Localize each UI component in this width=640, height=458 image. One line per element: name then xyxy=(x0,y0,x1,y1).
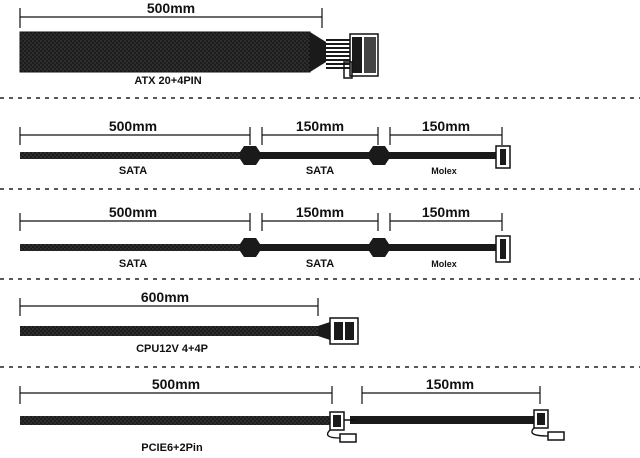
dimension-label: 150mm xyxy=(426,376,474,392)
pcie-connector-icon xyxy=(531,409,565,441)
dimension-label: 150mm xyxy=(422,118,470,134)
cable-taper xyxy=(310,32,326,72)
dimension-label: 150mm xyxy=(422,204,470,220)
connector-label: Molex xyxy=(431,166,457,176)
connector-label: PCIE6+2Pin xyxy=(141,442,203,454)
dimension-label: 600mm xyxy=(141,289,189,305)
sleeved-cable xyxy=(20,326,318,336)
atx-connector-icon xyxy=(343,33,379,79)
connector-label: SATA xyxy=(306,165,334,177)
pcie-cable-group: 500mm 150mm PCIE6+2Pin xyxy=(19,376,565,454)
sleeved-cable xyxy=(19,31,311,73)
sata-connector-icon xyxy=(369,238,389,257)
connector-label: ATX 20+4PIN xyxy=(134,75,201,87)
sata-connector-icon xyxy=(240,146,260,165)
sleeved-cable xyxy=(20,152,250,159)
atx-cable-group: 500mm ATX 20+4PIN xyxy=(19,0,379,87)
dimension-lines xyxy=(19,127,503,145)
sleeved-cable xyxy=(20,416,332,425)
sleeved-cable xyxy=(20,244,250,251)
cpu-cable-group: 600mm CPU12V 4+4P xyxy=(19,289,359,355)
sata-cable-1-group: 500mm 150mm 150mm SATA SATA Molex xyxy=(19,118,511,177)
connector-label: Molex xyxy=(431,259,457,269)
cable-taper xyxy=(318,322,330,340)
dimension-line xyxy=(19,8,323,28)
dimension-label: 150mm xyxy=(296,204,344,220)
wire-bundle xyxy=(326,39,350,69)
dimension-label: 150mm xyxy=(296,118,344,134)
pcie-connector-icon xyxy=(326,411,357,443)
flat-cable xyxy=(350,416,536,424)
connector-label: SATA xyxy=(119,258,147,270)
molex-connector-icon xyxy=(495,235,511,263)
cpu-connector-icon xyxy=(329,317,359,345)
sata-connector-icon xyxy=(369,146,389,165)
molex-connector-icon xyxy=(495,145,511,169)
dimension-label: 500mm xyxy=(152,376,200,392)
dimension-lines xyxy=(19,386,541,404)
dimension-label: 500mm xyxy=(109,118,157,134)
sata-cable-2-group: 500mm 150mm 150mm SATA SATA Molex xyxy=(19,204,511,270)
dimension-label: 500mm xyxy=(147,0,195,16)
connector-label: SATA xyxy=(306,258,334,270)
dimension-label: 500mm xyxy=(109,204,157,220)
sata-connector-icon xyxy=(240,238,260,257)
dimension-lines xyxy=(19,213,503,231)
connector-label: CPU12V 4+4P xyxy=(136,343,208,355)
connector-label: SATA xyxy=(119,165,147,177)
dimension-line xyxy=(19,298,319,316)
